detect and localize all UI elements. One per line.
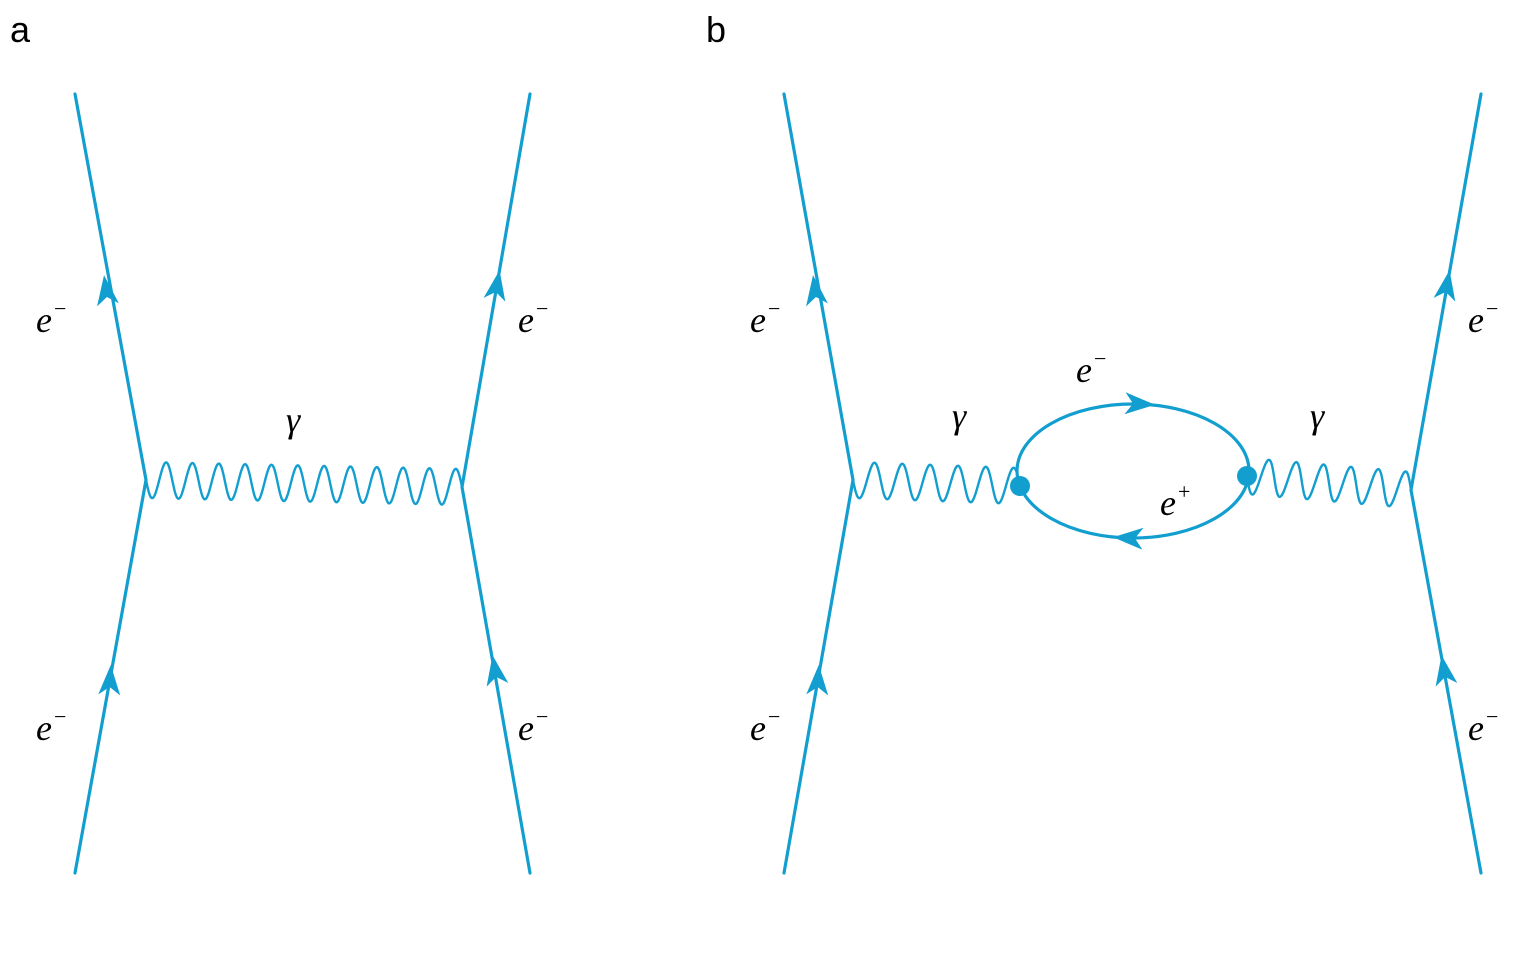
arrow-icon — [806, 665, 829, 696]
label-a-bottom-right: e− — [518, 704, 548, 748]
label-b-top-right: e− — [1468, 296, 1498, 340]
arrow-icon — [486, 655, 509, 687]
arrow-icon — [1435, 655, 1458, 687]
label-a-top-left: e− — [36, 296, 66, 340]
arrow-icon — [98, 665, 121, 696]
arrow-icon — [1124, 392, 1155, 415]
label-b-photon-right: γ — [1310, 396, 1325, 436]
fermion-loop — [1015, 402, 1251, 540]
arrow-icon — [97, 275, 119, 307]
photon-propagator-b-left — [851, 461, 1022, 505]
panel-b-diagram: e− e− e− e− γ γ e− e+ — [750, 92, 1498, 875]
arrow-icon — [1433, 270, 1456, 302]
label-b-top-left: e− — [750, 296, 780, 340]
electron-line-a-bottom-right — [460, 485, 532, 875]
vertex-dot-right — [1237, 466, 1257, 486]
label-a-top-right: e− — [518, 296, 548, 340]
photon-propagator-b-right — [1245, 458, 1413, 508]
label-b-loop-bottom: e+ — [1160, 479, 1190, 523]
label-b-bottom-left: e− — [750, 704, 780, 748]
electron-line-b-bottom-right — [1409, 488, 1483, 875]
label-b-photon-left: γ — [952, 396, 967, 436]
electron-line-a-top-left — [73, 92, 148, 482]
panel-a-diagram: e− e− e− e− γ — [36, 92, 548, 875]
arrow-icon — [1113, 527, 1144, 550]
label-b-bottom-right: e− — [1468, 704, 1498, 748]
label-a-bottom-left: e− — [36, 704, 66, 748]
label-a-photon: γ — [286, 400, 301, 440]
arrow-icon — [483, 270, 506, 302]
photon-propagator-a — [144, 461, 464, 506]
panel-a-letter: a — [10, 9, 31, 50]
label-b-loop-top: e− — [1076, 346, 1106, 390]
arrow-icon — [806, 275, 828, 307]
panel-b-letter: b — [706, 9, 726, 50]
vertex-dot-left — [1010, 476, 1030, 496]
